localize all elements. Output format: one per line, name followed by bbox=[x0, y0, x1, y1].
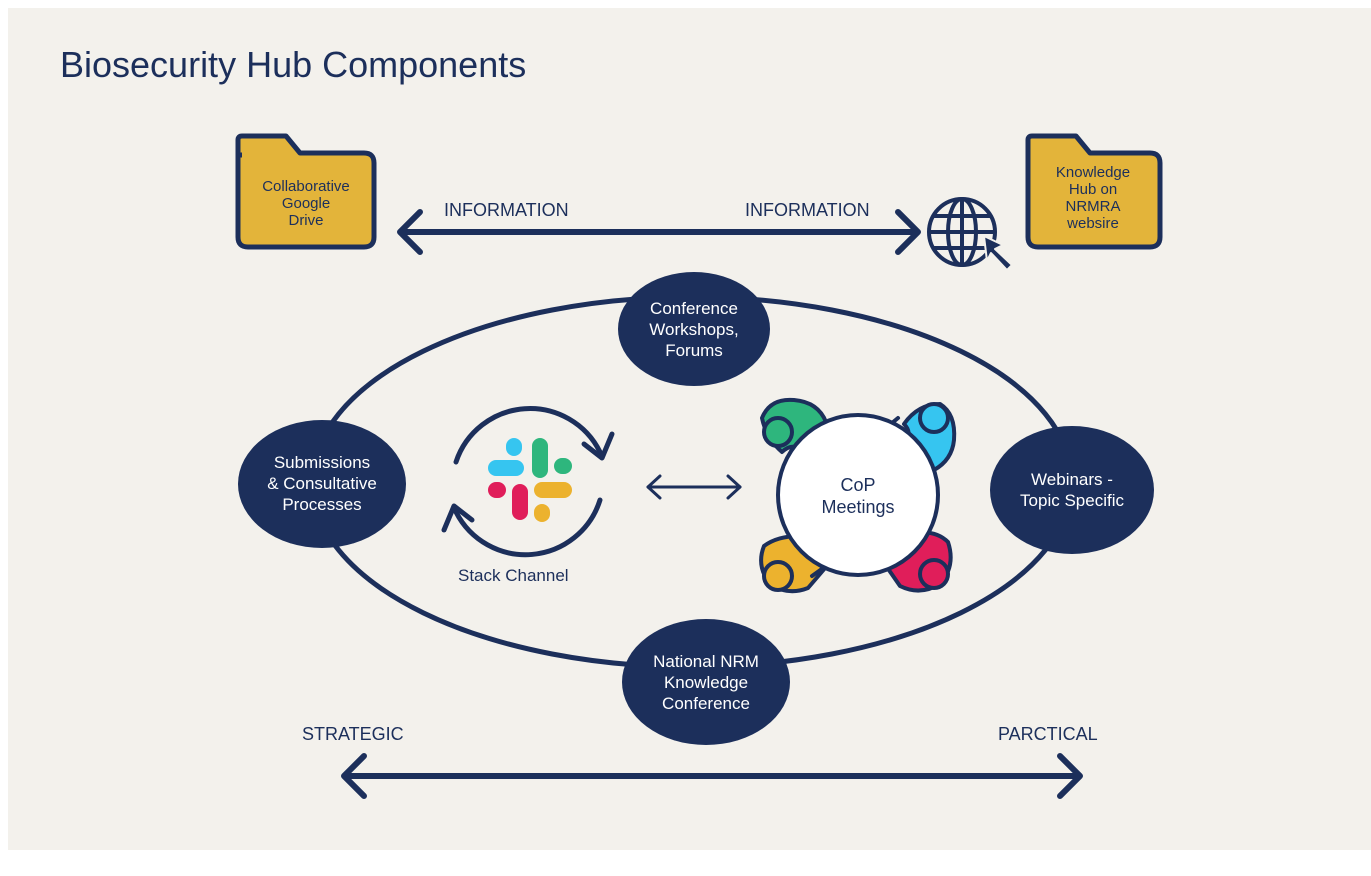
national-conference-node bbox=[622, 619, 790, 745]
google-drive-label: Collaborative Google Drive bbox=[262, 178, 350, 229]
submissions-label: Submissions & Consultative Processes bbox=[267, 453, 377, 514]
page-title: Biosecurity Hub Components bbox=[60, 44, 527, 85]
slack-logo-icon bbox=[488, 438, 572, 522]
information-label-left: INFORMATION bbox=[444, 200, 569, 220]
google-drive-folder-icon bbox=[235, 133, 377, 250]
submissions-node bbox=[238, 420, 406, 548]
refresh-arrows-icon bbox=[441, 406, 615, 558]
conference-workshops-label: Conference Workshops, Forums bbox=[649, 299, 739, 360]
cursor-icon bbox=[983, 235, 1013, 271]
practical-label: PARCTICAL bbox=[998, 724, 1098, 744]
national-conference-label: National NRM Knowledge Conference bbox=[653, 652, 759, 713]
globe-icon bbox=[927, 197, 997, 267]
slack-cop-double-arrow bbox=[646, 474, 742, 500]
strategic-label: STRATEGIC bbox=[302, 724, 404, 744]
information-label-right: INFORMATION bbox=[745, 200, 870, 220]
webinars-label: Webinars - Topic Specific bbox=[1020, 470, 1124, 510]
cop-meetings-label: CoP Meetings bbox=[821, 475, 895, 517]
webinars-node bbox=[990, 426, 1154, 554]
people-circle-icon bbox=[759, 397, 957, 594]
strategic-practical-double-arrow bbox=[341, 753, 1083, 799]
knowledge-hub-label: Knowledge Hub on NRMRA websire bbox=[1055, 164, 1131, 232]
conference-workshops-node bbox=[618, 272, 770, 386]
slack-channel-label: Stack Channel bbox=[458, 566, 569, 585]
knowledge-hub-folder-icon bbox=[1025, 133, 1163, 250]
information-double-arrow bbox=[397, 209, 921, 255]
